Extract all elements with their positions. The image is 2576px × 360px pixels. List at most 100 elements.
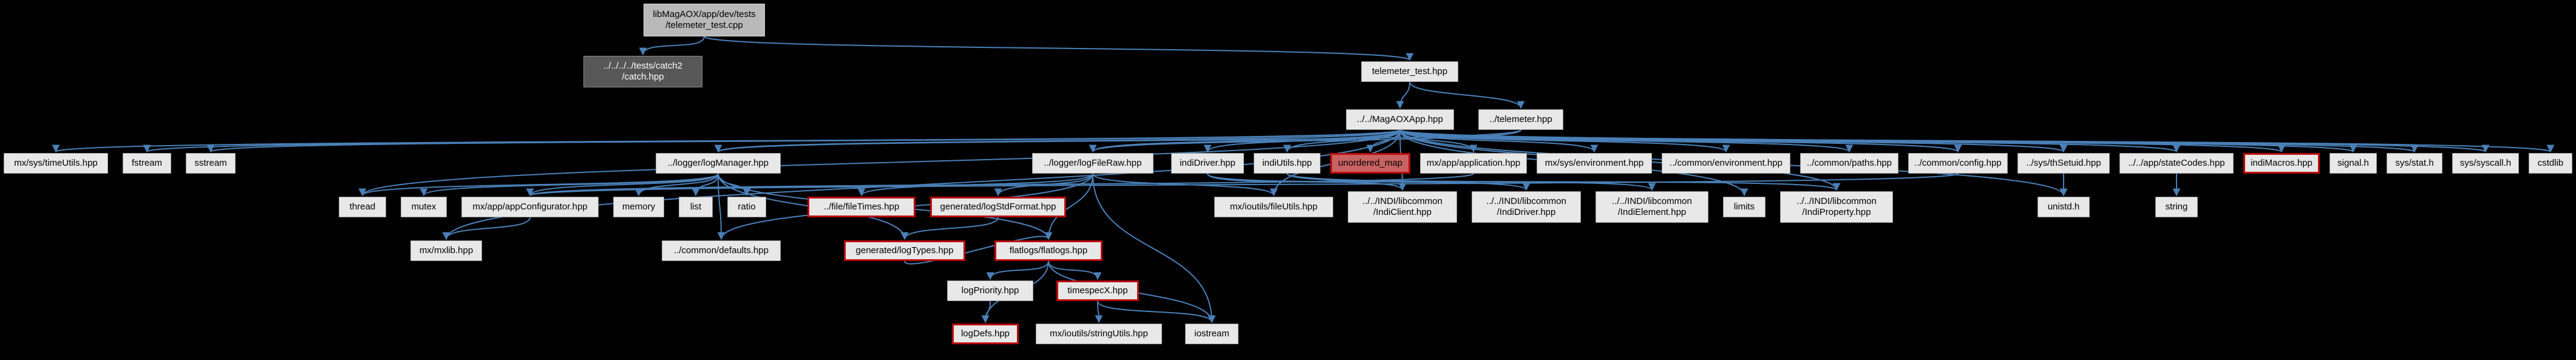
graph-node-cstdlib[interactable]: cstdlib [2529, 153, 2572, 174]
graph-node-label: memory [622, 202, 656, 212]
graph-edge-config-to-appconfigurator [526, 173, 1959, 197]
graph-edge-indiutils-to-indiproperty [1286, 173, 1841, 191]
graph-node-application[interactable]: mx/app/application.hpp [1420, 153, 1527, 174]
graph-node-defaults[interactable]: ../common/defaults.hpp [662, 240, 781, 261]
graph-edge-telemeter-to-logmanager [715, 129, 1521, 153]
graph-node-fileutils[interactable]: mx/ioutils/fileUtils.hpp [1214, 197, 1333, 217]
graph-node-label: cstdlib [2537, 158, 2564, 168]
graph-node-label: sys/syscall.h [2459, 158, 2512, 168]
graph-node-label: indiUtils.hpp [1262, 158, 1312, 168]
graph-node-logstdformat[interactable]: generated/logStdFormat.hpp [930, 197, 1066, 217]
graph-node-label: ratio [738, 202, 756, 212]
graph-edge-cpp-to-test_hpp [704, 36, 1413, 61]
graph-node-environment_common[interactable]: ../common/environment.hpp [1662, 153, 1790, 174]
graph-node-logmanager[interactable]: ../logger/logManager.hpp [656, 153, 781, 174]
graph-node-label: indiMacros.hpp [2251, 158, 2313, 168]
graph-node-indidriver[interactable]: indiDriver.hpp [1171, 153, 1244, 174]
graph-node-timeutils[interactable]: mx/sys/timeUtils.hpp [4, 153, 108, 174]
graph-node-unordered_map[interactable]: unordered_map [1330, 153, 1410, 174]
graph-node-catch[interactable]: ../../../../tests/catch2 /catch.hpp [583, 56, 702, 87]
graph-edge-logmanager-to-defaults [717, 173, 726, 240]
graph-edge-cpp-to-catch [639, 36, 705, 56]
graph-node-logtypes[interactable]: generated/logTypes.hpp [844, 240, 965, 261]
graph-edge-test_hpp-to-telemeter [1409, 81, 1525, 109]
graph-node-label: mx/mxlib.hpp [419, 245, 474, 256]
graph-node-indiproperty[interactable]: ../../INDI/libcommon /IndiProperty.hpp [1780, 191, 1893, 223]
graph-node-label: ../logger/logManager.hpp [668, 158, 769, 168]
graph-node-thread[interactable]: thread [339, 197, 386, 217]
graph-node-mutex[interactable]: mutex [401, 197, 447, 217]
graph-edge-magaoxapp-to-environment_mx [1399, 129, 1599, 153]
graph-edge-application-to-appconfigurator [526, 173, 1474, 197]
graph-node-signal[interactable]: signal.h [2330, 153, 2377, 174]
graph-node-filetimes[interactable]: ../file/fileTimes.hpp [807, 197, 916, 217]
graph-node-syscall[interactable]: sys/syscall.h [2452, 153, 2519, 174]
graph-edge-indidriver-to-indiclient [1207, 173, 1407, 191]
graph-node-iostream[interactable]: iostream [1185, 324, 1239, 344]
graph-node-label: logPriority.hpp [961, 285, 1019, 296]
graph-node-magaoxapp[interactable]: ../../MagAOXApp.hpp [1346, 109, 1454, 130]
graph-node-label: libMagAOX/app/dev/tests /telemeter_test.… [653, 9, 756, 30]
graph-edge-logfileraw-to-iostream [1092, 173, 1216, 324]
graph-node-label: unordered_map [1338, 158, 1402, 168]
graph-node-logdefs[interactable]: logDefs.hpp [952, 324, 1019, 344]
graph-edge-logtypes-to-flatlogs [904, 232, 1053, 265]
graph-node-indielement[interactable]: ../../INDI/libcommon /IndiElement.hpp [1596, 191, 1708, 223]
graph-node-sysstat[interactable]: sys/stat.h [2387, 153, 2442, 174]
graph-node-indiutils[interactable]: indiUtils.hpp [1254, 153, 1320, 174]
graph-edge-flatlogs-to-timespecx [1048, 260, 1102, 280]
graph-edge-magaoxapp-to-environment_common [1399, 129, 1730, 153]
graph-node-label: ../../INDI/libcommon /IndiDriver.hpp [1486, 196, 1566, 217]
graph-node-label: logDefs.hpp [960, 328, 1010, 339]
graph-node-indidriver_lib[interactable]: ../../INDI/libcommon /IndiDriver.hpp [1472, 191, 1581, 223]
graph-node-environment_mx[interactable]: mx/sys/environment.hpp [1537, 153, 1652, 174]
graph-node-telemeter[interactable]: ../telemeter.hpp [1478, 109, 1563, 130]
graph-node-label: ../telemeter.hpp [1489, 114, 1552, 124]
graph-node-timespecx[interactable]: timespecX.hpp [1056, 280, 1139, 301]
graph-node-sstream[interactable]: sstream [186, 153, 236, 174]
graph-node-label: generated/logStdFormat.hpp [940, 202, 1056, 212]
graph-node-label: unistd.h [2047, 202, 2080, 212]
graph-node-unistd[interactable]: unistd.h [2037, 197, 2090, 217]
graph-node-label: string [2165, 202, 2188, 212]
graph-node-test_hpp[interactable]: telemeter_test.hpp [1361, 61, 1458, 82]
graph-node-flatlogs[interactable]: flatlogs/flatlogs.hpp [994, 240, 1103, 261]
graph-node-label: ../../INDI/libcommon /IndiElement.hpp [1612, 196, 1692, 217]
graph-node-label: ../common/defaults.hpp [674, 245, 769, 256]
graph-node-label: iostream [1194, 328, 1229, 339]
graph-node-memory[interactable]: memory [613, 197, 664, 217]
graph-node-label: ../../MagAOXApp.hpp [1357, 114, 1443, 124]
graph-node-indimacros[interactable]: indiMacros.hpp [2243, 153, 2320, 174]
graph-edge-telemeter-to-logfileraw [1089, 129, 1521, 153]
graph-node-ratio[interactable]: ratio [727, 197, 766, 217]
graph-edge-logmanager-to-appconfigurator [526, 173, 719, 197]
graph-node-string[interactable]: string [2155, 197, 2198, 217]
graph-node-label: ../../app/stateCodes.hpp [2128, 158, 2225, 168]
graph-node-paths[interactable]: ../common/paths.hpp [1800, 153, 1898, 174]
graph-node-appconfigurator[interactable]: mx/app/appConfigurator.hpp [461, 197, 599, 217]
graph-node-label: mx/app/application.hpp [1426, 158, 1521, 168]
graph-node-label: mx/ioutils/fileUtils.hpp [1229, 202, 1318, 212]
graph-node-cpp[interactable]: libMagAOX/app/dev/tests /telemeter_test.… [644, 4, 765, 36]
graph-edge-logpriority-to-logdefs [981, 301, 991, 324]
graph-node-label: ../../INDI/libcommon /IndiProperty.hpp [1796, 196, 1877, 217]
graph-node-fstream[interactable]: fstream [123, 153, 171, 174]
graph-node-config[interactable]: ../common/config.hpp [1908, 153, 2008, 174]
graph-node-list[interactable]: list [679, 197, 713, 217]
graph-edge-magaoxapp-to-logfileraw [1089, 129, 1401, 153]
graph-node-label: ../../../../tests/catch2 /catch.hpp [603, 61, 683, 82]
graph-node-thsetuid[interactable]: ../sys/thSetuid.hpp [2017, 153, 2110, 174]
graph-node-label: ../../INDI/libcommon /IndiClient.hpp [1362, 196, 1443, 217]
graph-node-stringutils[interactable]: mx/ioutils/stringUtils.hpp [1036, 324, 1162, 344]
graph-node-statecodes[interactable]: ../../app/stateCodes.hpp [2119, 153, 2234, 174]
graph-node-limits[interactable]: limits [1723, 197, 1765, 217]
graph-node-indiclient[interactable]: ../../INDI/libcommon /IndiClient.hpp [1348, 191, 1457, 223]
graph-node-mxlib[interactable]: mx/mxlib.hpp [410, 240, 482, 261]
graph-node-label: ../common/paths.hpp [1806, 158, 1892, 168]
graph-node-logfileraw[interactable]: ../logger/logFileRaw.hpp [1032, 153, 1154, 174]
graph-edge-test_hpp-to-magaoxapp [1396, 81, 1410, 109]
graph-node-logpriority[interactable]: logPriority.hpp [947, 280, 1033, 301]
graph-edge-flatlogs-to-logpriority [986, 260, 1049, 280]
graph-edge-logmanager-to-list [692, 173, 719, 197]
